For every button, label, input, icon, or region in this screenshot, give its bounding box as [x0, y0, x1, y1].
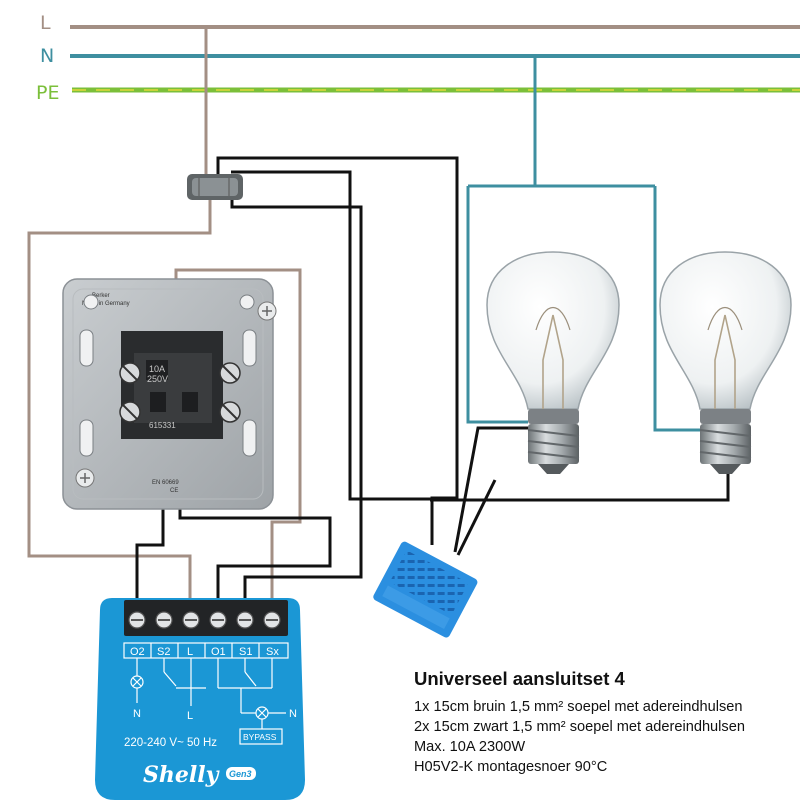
caption-line: H05V2-K montagesnoer 90°C [414, 759, 608, 775]
caption-line: 1x 15cm bruin 1,5 mm² soepel met aderein… [414, 699, 743, 715]
terminal-block [124, 600, 288, 636]
shelly-module: O2 S2 L O1 S1 Sx [95, 598, 305, 800]
light-bulb-left-icon [486, 251, 620, 474]
switched-wiring [135, 156, 730, 602]
module-rating: 220-240 V~ 50 Hz [124, 737, 217, 749]
terminal-sx: Sx [266, 646, 279, 658]
terminal-o2: O2 [130, 646, 145, 658]
caption-line: Max. 10A 2300W [414, 739, 526, 755]
add-on-connector-icon [373, 541, 478, 638]
symbol-n-right: N [289, 708, 297, 720]
rail-n-label: N [40, 45, 54, 67]
caption-title: Universeel aansluitset 4 [414, 668, 625, 689]
symbol-n-left: N [133, 708, 141, 720]
rail-n: N [40, 45, 800, 67]
svg-text:EN 60669: EN 60669 [152, 480, 179, 486]
rail-l-label: L [40, 12, 51, 34]
switch-part-number: 615331 [149, 421, 176, 430]
svg-text:CE: CE [170, 488, 178, 494]
switch-rating-current: 10A [149, 364, 165, 374]
bypass-label: BYPASS [243, 732, 277, 742]
terminal-o1: O1 [211, 646, 226, 658]
light-bulb-right-icon [659, 251, 792, 474]
switch-rating-voltage: 250V [147, 374, 168, 384]
terminal-s2: S2 [157, 646, 170, 658]
symbol-l: L [187, 710, 193, 722]
rail-pe-label: PE [36, 82, 59, 104]
generation-badge: Gen3 [229, 769, 252, 779]
wall-switch: Berker Made in Germany EN 60669 CE 10A 2… [62, 278, 277, 510]
rail-pe: PE [36, 82, 800, 104]
terminal-s1: S1 [239, 646, 252, 658]
junction-connector [187, 174, 243, 200]
product-caption: Universeel aansluitset 4 1x 15cm bruin 1… [414, 668, 794, 777]
svg-text:Made in Germany: Made in Germany [82, 301, 130, 307]
terminal-l: L [187, 646, 193, 658]
svg-text:Berker: Berker [92, 293, 110, 299]
shelly-logo: Shelly [143, 762, 221, 788]
internal-schematic [130, 658, 286, 745]
caption-line: 2x 15cm zwart 1,5 mm² soepel met aderein… [414, 719, 745, 735]
neutral-wiring [466, 56, 700, 432]
rail-l: L [40, 12, 800, 34]
